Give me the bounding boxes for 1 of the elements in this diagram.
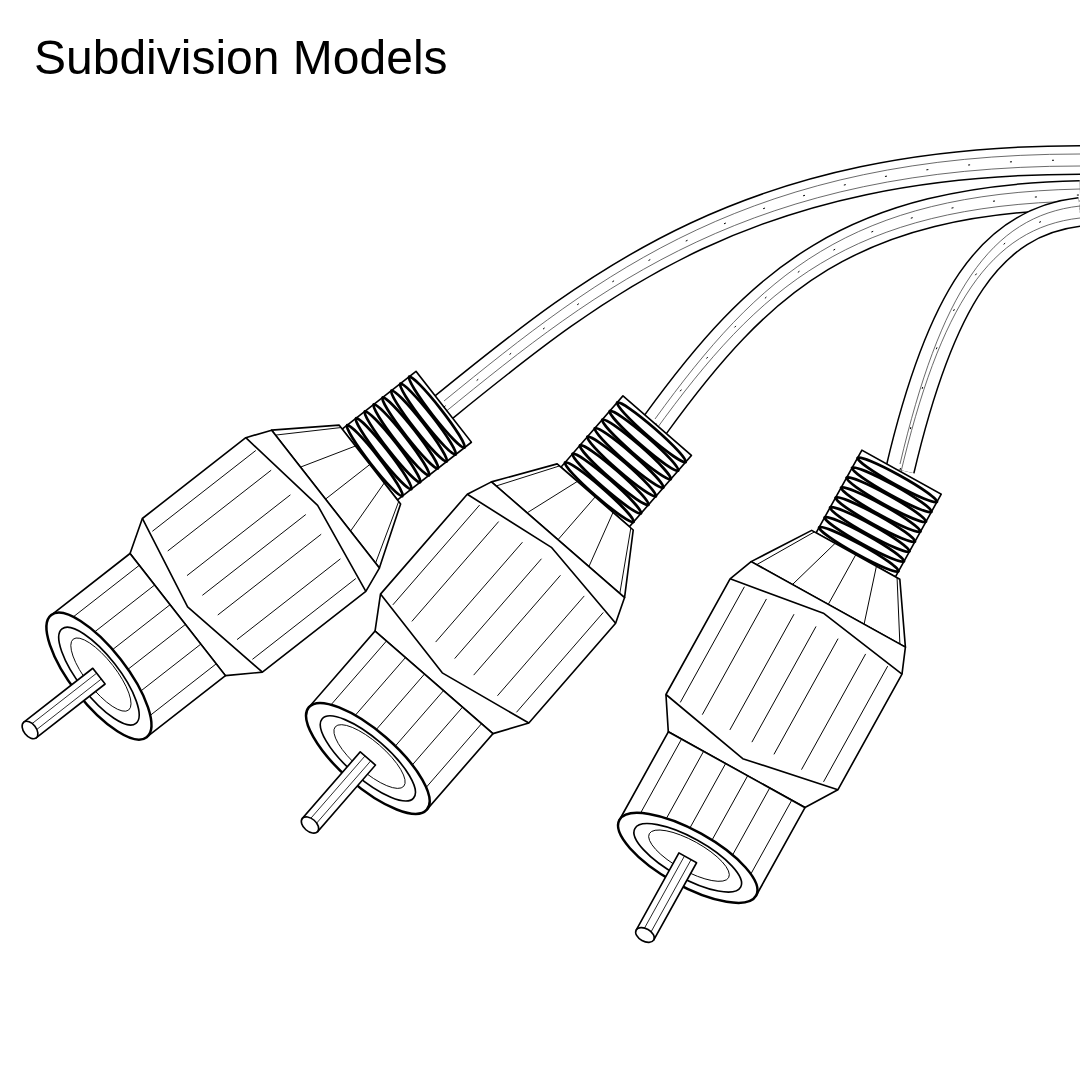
diagram-title: Subdivision Models xyxy=(34,30,448,85)
